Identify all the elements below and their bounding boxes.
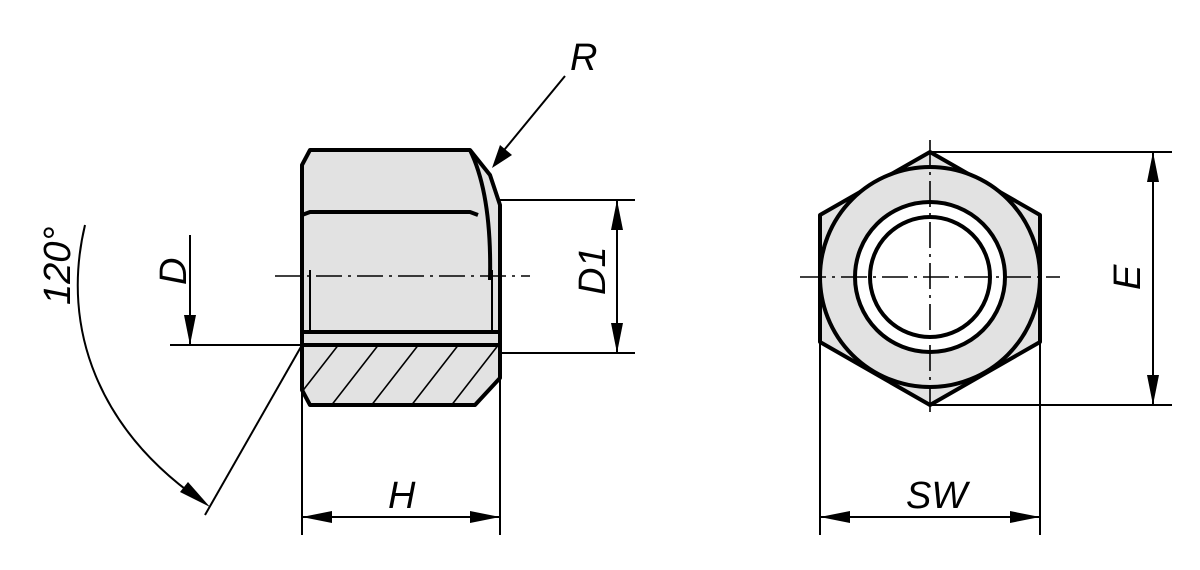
radius-arrowhead [492, 145, 512, 168]
section-hatching [302, 345, 500, 405]
collar-edge [468, 149, 493, 281]
nut-body-fill [302, 150, 500, 345]
section-fill [302, 345, 500, 405]
side-view [275, 148, 530, 407]
nut-outline [300, 148, 502, 407]
angle-arrowhead [180, 482, 210, 507]
flats-label: SW [906, 475, 970, 517]
radius-dimension: R [492, 37, 597, 168]
corners-label: E [1107, 264, 1149, 290]
front-view [800, 140, 1060, 415]
flats-dimension: SW [819, 342, 1041, 535]
angle-label: 120° [37, 226, 79, 305]
height-arrow-right [470, 511, 500, 523]
bore-dimension: D [153, 235, 302, 346]
height-label: H [388, 475, 416, 517]
corners-arrow-bottom [1147, 375, 1159, 405]
collar-arrow-bottom [611, 323, 623, 353]
bore-label: D [153, 258, 195, 285]
hex-edge [301, 210, 479, 217]
collar-arrow-top [611, 200, 623, 230]
height-arrow-left [302, 511, 332, 523]
flats-arrow-left [820, 511, 850, 523]
collar-dimension: D1 [500, 199, 635, 354]
bore-arrowhead [184, 315, 196, 345]
collar-label: D1 [572, 246, 614, 295]
height-dimension: H [301, 378, 501, 535]
radius-label: R [570, 37, 597, 79]
corners-dimension: E [930, 151, 1172, 406]
flats-arrow-right [1010, 511, 1040, 523]
corners-arrow-top [1147, 152, 1159, 182]
angle-dimension: 120° [37, 224, 303, 516]
